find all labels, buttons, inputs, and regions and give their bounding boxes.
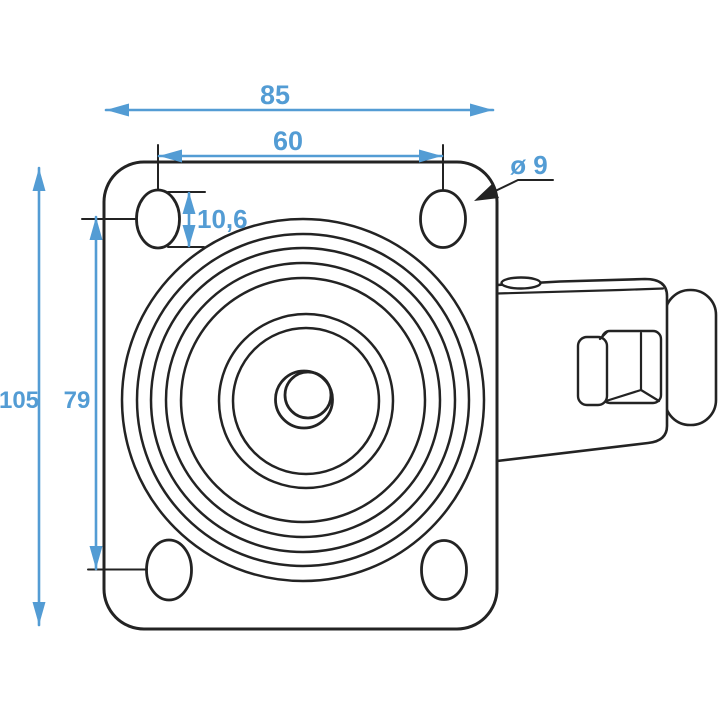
arrowhead-60-left [159,149,182,163]
arrowhead-10-6-up [182,192,196,214]
kingpin-bolt-head [500,276,542,290]
label-hole-spacing-vertical: 79 [64,387,91,414]
swivel-ring-3 [149,246,457,554]
dimension-arrowheads [32,103,493,625]
mounting-plate-outline [102,160,499,631]
dimension-labels: 85 60 ø 9 10,6 105 79 [0,80,548,414]
axle-socket-front-face [576,335,609,407]
axle-socket-inner-edges [598,330,661,403]
label-slot-height: 10,6 [197,204,248,234]
swivel-ring-1 [120,217,486,583]
label-hole-diameter: ø 9 [510,150,548,180]
swivel-ring-5 [179,276,427,524]
kingpin-hole-highlight [283,370,333,420]
swivel-ring-4 [164,261,442,539]
part-outline [102,160,718,631]
dimension-helper-lines [81,144,554,571]
arrowhead-79-down [89,546,103,569]
arrowhead-85-left [106,103,129,117]
arrowhead-79-up [89,217,103,240]
fork-bracket-edge-line [495,287,665,295]
raceway-ring-inner [231,326,381,476]
arrowhead-10-6-down [182,225,196,247]
raceway-ring-outer [217,312,395,490]
swivel-ring-2 [135,232,471,568]
arrowhead-85-right [470,103,493,117]
leader-line-hole-diameter [488,179,554,195]
mounting-hole-bottom-right [420,539,468,601]
arrowhead-60-right [419,149,442,163]
label-overall-width: 85 [260,80,290,110]
label-overall-height: 105 [0,387,39,414]
label-hole-spacing-horizontal: 60 [273,126,303,156]
dimension-lines [37,108,495,627]
arrowhead-105-down [32,602,46,625]
leader-arrowhead-hole-diameter [474,184,499,201]
arrowhead-105-up [32,168,46,191]
wheel-side-view [663,288,718,427]
